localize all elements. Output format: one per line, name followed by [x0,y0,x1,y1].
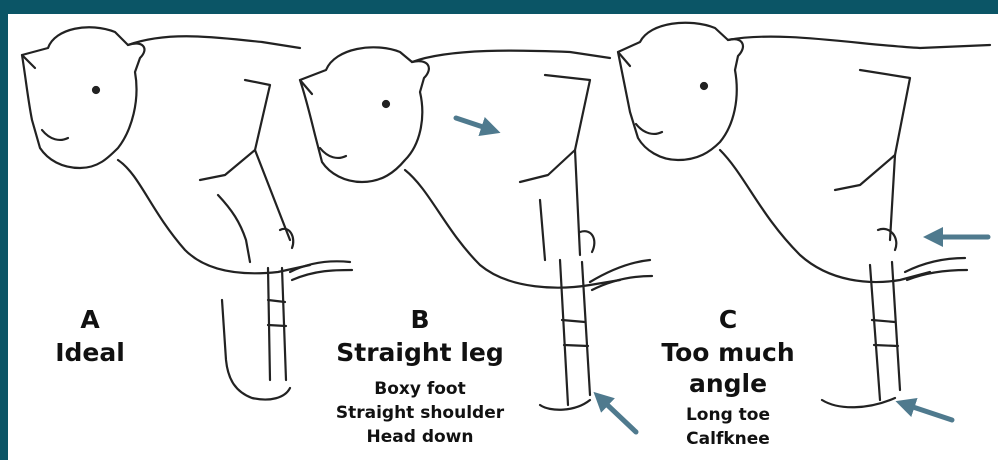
panel-b-note: Boxy foot [320,378,520,400]
panel-a-title: Ideal [30,338,150,367]
panel-a-letter: A [70,305,110,334]
panel-c-title: angle [658,369,798,398]
panel-c-note: Long toe [648,404,808,426]
panel-b-letter: B [400,305,440,334]
panel-c-title: Too much [628,338,828,367]
panel-b-note: Head down [320,426,520,448]
panel-c-note: Calfknee [648,428,808,450]
panel-b-note: Straight shoulder [270,402,570,424]
arrow-foot-b [600,398,636,432]
arrow-toe-c [904,404,952,420]
panel-b-title: Straight leg [320,338,520,367]
diagram-frame: A Ideal B Straight leg Boxy foot Straigh… [8,14,998,460]
panel-c-letter: C [708,305,748,334]
arrow-shoulder-b [456,118,492,130]
